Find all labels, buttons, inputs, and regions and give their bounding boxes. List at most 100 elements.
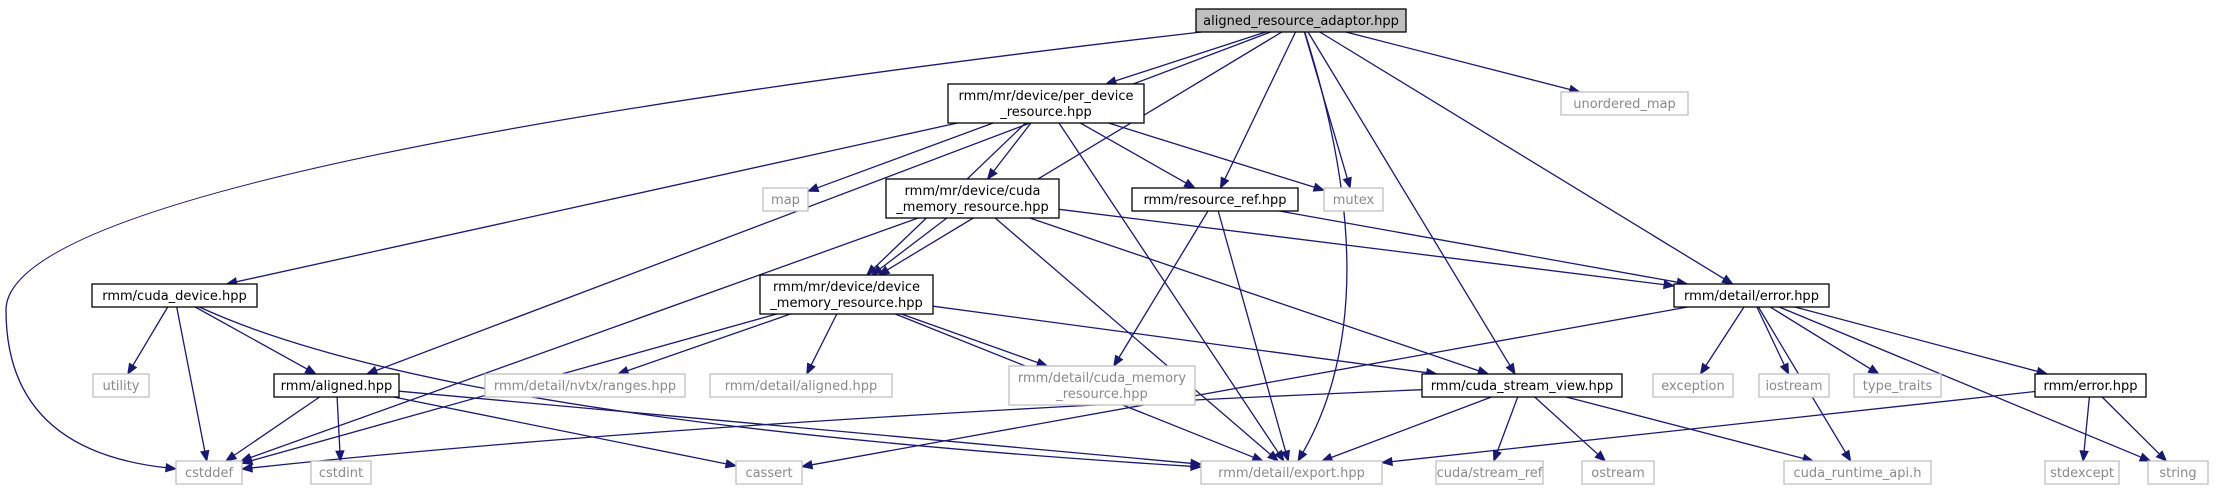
edge-arrowhead <box>871 264 884 276</box>
edge-arrowhead <box>865 264 878 276</box>
edge-stream_view-to-export <box>1320 396 1492 462</box>
edge-arrowhead <box>1779 362 1790 376</box>
node-label: utility <box>103 379 140 394</box>
node-per-device[interactable]: rmm/mr/device/per_device_resource.hpp <box>947 83 1145 124</box>
node-utility: utility <box>92 373 150 398</box>
edge-arrowhead <box>2138 452 2152 462</box>
node-box <box>1200 460 1383 485</box>
node-label: rmm/resource_ref.hpp <box>1143 193 1286 208</box>
edge-arrowhead <box>240 455 254 465</box>
edge-line <box>1115 31 1266 82</box>
edge-line <box>1217 210 1287 452</box>
edge-aligned-to-cstdint <box>335 396 345 463</box>
edge-arrowhead <box>1267 450 1280 462</box>
node-box <box>947 83 1145 124</box>
edge-root-to-export <box>1297 31 1348 463</box>
edge-resource_ref-to-error_detail <box>1279 210 1689 287</box>
edge-error-to-stdexcept <box>2079 396 2091 463</box>
node-label: _resource.hpp <box>999 105 1092 120</box>
node-string: string <box>2147 460 2209 485</box>
node-label: _resource.hpp <box>1055 387 1148 402</box>
edge-line <box>2101 396 2160 455</box>
edge-arrowhead <box>240 463 253 473</box>
node-box <box>1783 460 1932 485</box>
edge-line <box>1224 31 1297 180</box>
node-stdexcept: stdexcept <box>2044 460 2120 485</box>
edge-line <box>1058 208 1665 286</box>
edge-line <box>1079 122 1187 184</box>
node-label: cstddef <box>185 466 234 481</box>
edge-line <box>1345 31 1571 91</box>
edge-arrowhead <box>1320 452 1334 462</box>
node-label: rmm/mr/device/device <box>773 280 920 295</box>
edge-stream_view-to-cstddef <box>240 389 1423 473</box>
edge-error_detail-to-error <box>1794 306 2049 376</box>
node-box <box>735 460 803 485</box>
edge-arrowhead <box>224 451 238 462</box>
edge-arrowhead <box>1251 452 1265 462</box>
node-aligned[interactable]: rmm/aligned.hpp <box>273 373 400 398</box>
node-box <box>2147 460 2209 485</box>
node-box <box>1323 187 1384 212</box>
node-label: exception <box>1661 379 1725 394</box>
edge-arrowhead <box>1505 362 1516 376</box>
node-cuda-device[interactable]: rmm/cuda_device.hpp <box>91 283 258 308</box>
node-label: rmm/detail/export.hpp <box>1218 466 1365 481</box>
edge-aligned-to-export <box>398 390 1203 468</box>
edge-aligned-to-cstddef <box>224 396 320 462</box>
edge-line <box>194 306 308 370</box>
node-device-mr[interactable]: rmm/mr/device/device_memory_resource.hpp <box>759 274 934 315</box>
edge-line <box>1302 31 1348 453</box>
edge-line <box>1279 210 1678 283</box>
edge-line <box>1108 122 1315 188</box>
edge-cuda_mr-to-device_mr <box>871 217 948 276</box>
edge-line <box>810 313 838 366</box>
edge-arrowhead <box>800 459 814 470</box>
node-root[interactable]: aligned_resource_adaptor.hpp <box>1195 8 1407 33</box>
edge-arrowhead <box>1280 449 1290 463</box>
node-box <box>1652 373 1734 398</box>
node-label: cuda/stream_ref <box>1437 466 1543 481</box>
node-label: _memory_resource.hpp <box>769 296 922 311</box>
edge-error_detail-to-exception <box>1699 306 1745 376</box>
edge-line <box>393 396 727 465</box>
edge-aligned-to-cassert <box>393 396 738 469</box>
node-label: stdexcept <box>2050 466 2114 481</box>
edge-device_mr-to-detail_aligned <box>806 313 838 376</box>
edge-line <box>901 313 1039 364</box>
edge-line <box>811 306 1688 466</box>
edge-per_device-to-cuda_device <box>225 122 958 287</box>
node-box <box>1581 460 1655 485</box>
node-label: rmm/error.hpp <box>2044 379 2138 394</box>
edge-per_device-to-map <box>806 122 994 193</box>
edge-line <box>2083 396 2091 452</box>
node-cuda-mr[interactable]: rmm/mr/device/cuda_memory_resource.hpp <box>885 178 1060 219</box>
node-error-detail[interactable]: rmm/detail/error.hpp <box>1673 283 1830 308</box>
node-resource-ref[interactable]: rmm/resource_ref.hpp <box>1131 187 1299 212</box>
edge-per_device-to-resource_ref <box>1079 122 1196 189</box>
node-label: cassert <box>745 466 792 481</box>
node-box <box>1008 365 1196 406</box>
edge-arrowhead <box>200 449 210 463</box>
edge-device_mr-to-nvtx <box>616 313 791 376</box>
edge-arrowhead <box>1721 274 1734 285</box>
node-stream-view[interactable]: rmm/cuda_stream_view.hpp <box>1421 373 1623 398</box>
edge-line <box>233 396 320 456</box>
edge-line <box>1778 306 2142 458</box>
edge-arrowhead <box>165 463 178 473</box>
edge-arrowhead <box>1297 449 1308 463</box>
edge-line <box>1307 31 1511 366</box>
node-box <box>92 373 150 398</box>
node-error[interactable]: rmm/error.hpp <box>2034 373 2147 398</box>
edge-arrowhead <box>1492 449 1502 463</box>
edge-error_detail-to-string <box>1778 306 2152 462</box>
node-label: rmm/aligned.hpp <box>281 379 393 394</box>
edge-per_device-to-cuda_mr <box>986 122 1032 181</box>
node-map: map <box>762 187 809 212</box>
node-cstdint: cstdint <box>310 460 372 485</box>
node-box <box>310 460 372 485</box>
edge-root-to-cstddef <box>5 31 1202 473</box>
node-box <box>1435 460 1544 485</box>
node-label: rmm/mr/device/per_device <box>958 89 1133 104</box>
edge-arrowhead <box>1113 354 1124 368</box>
